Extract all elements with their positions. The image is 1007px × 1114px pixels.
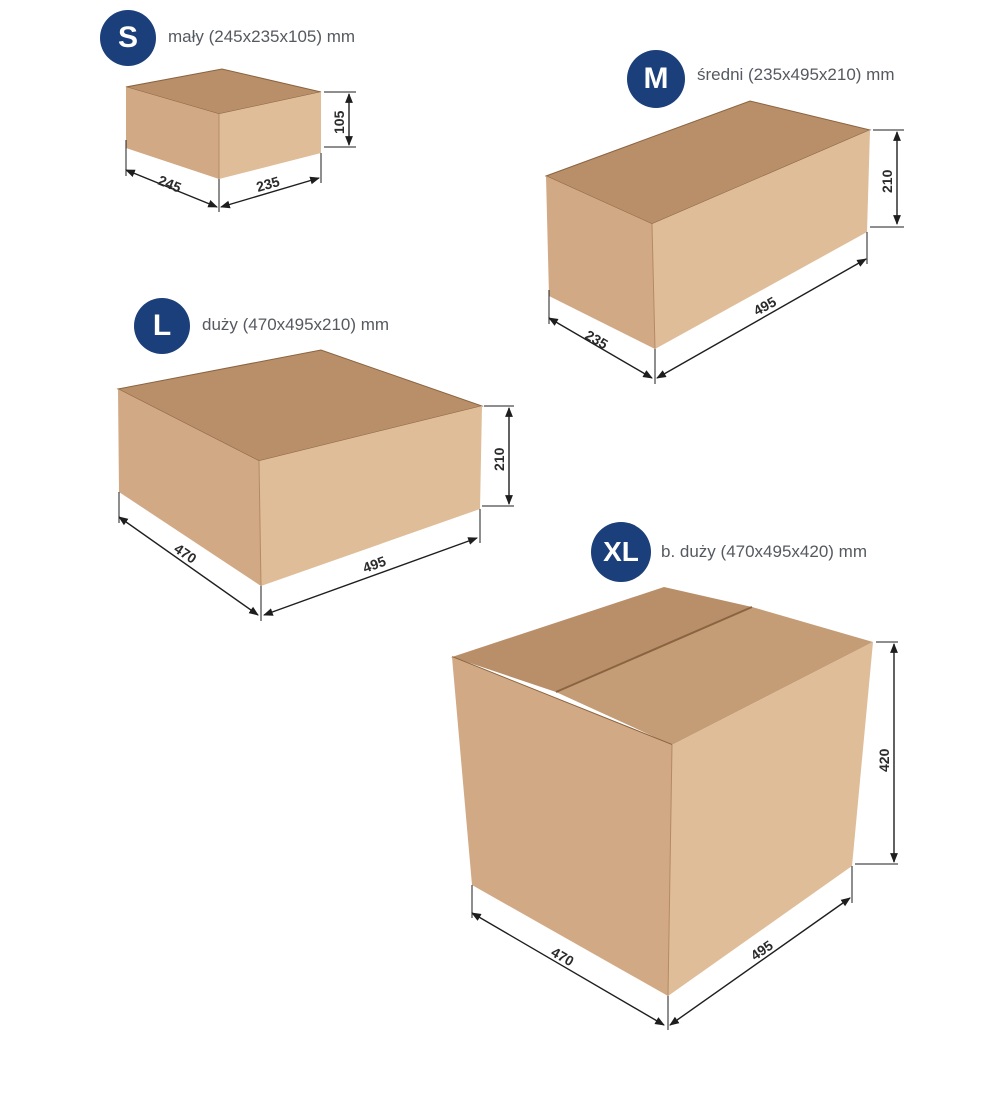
caption-l: duży (470x495x210) mm — [202, 315, 390, 334]
box-m-depth-label: 235 — [583, 327, 611, 353]
box-xl-depth-label: 470 — [549, 944, 577, 970]
box-l-depth-dimension — [118, 516, 259, 616]
box-l: 470 495 210 — [116, 349, 514, 621]
box-m-depth-dimension — [548, 317, 653, 379]
caption-xl: b. duży (470x495x420) mm — [661, 542, 867, 561]
box-s-width-label: 235 — [254, 173, 281, 195]
box-s-right — [219, 92, 321, 179]
box-s-left — [126, 87, 219, 179]
box-m: 235 495 210 — [544, 100, 904, 384]
size-badge-s: S — [100, 10, 156, 66]
box-xl-width-label: 495 — [748, 937, 776, 964]
box-s-depth-dimension — [125, 169, 218, 208]
box-l-width-label: 495 — [361, 553, 389, 576]
size-badge-m: M — [627, 50, 685, 108]
box-m-width-dimension — [656, 258, 867, 379]
size-badge-xl: XL — [591, 522, 651, 582]
caption-s: mały (245x235x105) mm — [168, 27, 356, 46]
box-xl-depth-dimension — [471, 912, 665, 1026]
box-s-width-dimension — [220, 176, 320, 209]
box-m-left — [546, 176, 655, 349]
box-l-width-dimension — [263, 537, 478, 616]
box-m-width-label: 495 — [751, 293, 779, 318]
box-xl-width-dimension — [669, 897, 851, 1026]
box-xl-top-back-flap — [452, 587, 752, 692]
box-xl-height-label: 420 — [876, 748, 892, 772]
size-badge-l: L — [134, 298, 190, 354]
box-xl: 470 495 420 — [451, 587, 898, 1030]
box-l-height-label: 210 — [491, 447, 507, 471]
box-m-height-label: 210 — [879, 169, 895, 193]
caption-m: średni (235x495x210) mm — [697, 65, 895, 84]
box-s-height-label: 105 — [331, 110, 347, 134]
box-xl-left — [452, 657, 672, 996]
box-s: 245 235 105 — [125, 68, 356, 212]
box-l-depth-label: 470 — [171, 540, 199, 566]
box-xl-top-front-flap — [556, 607, 873, 745]
